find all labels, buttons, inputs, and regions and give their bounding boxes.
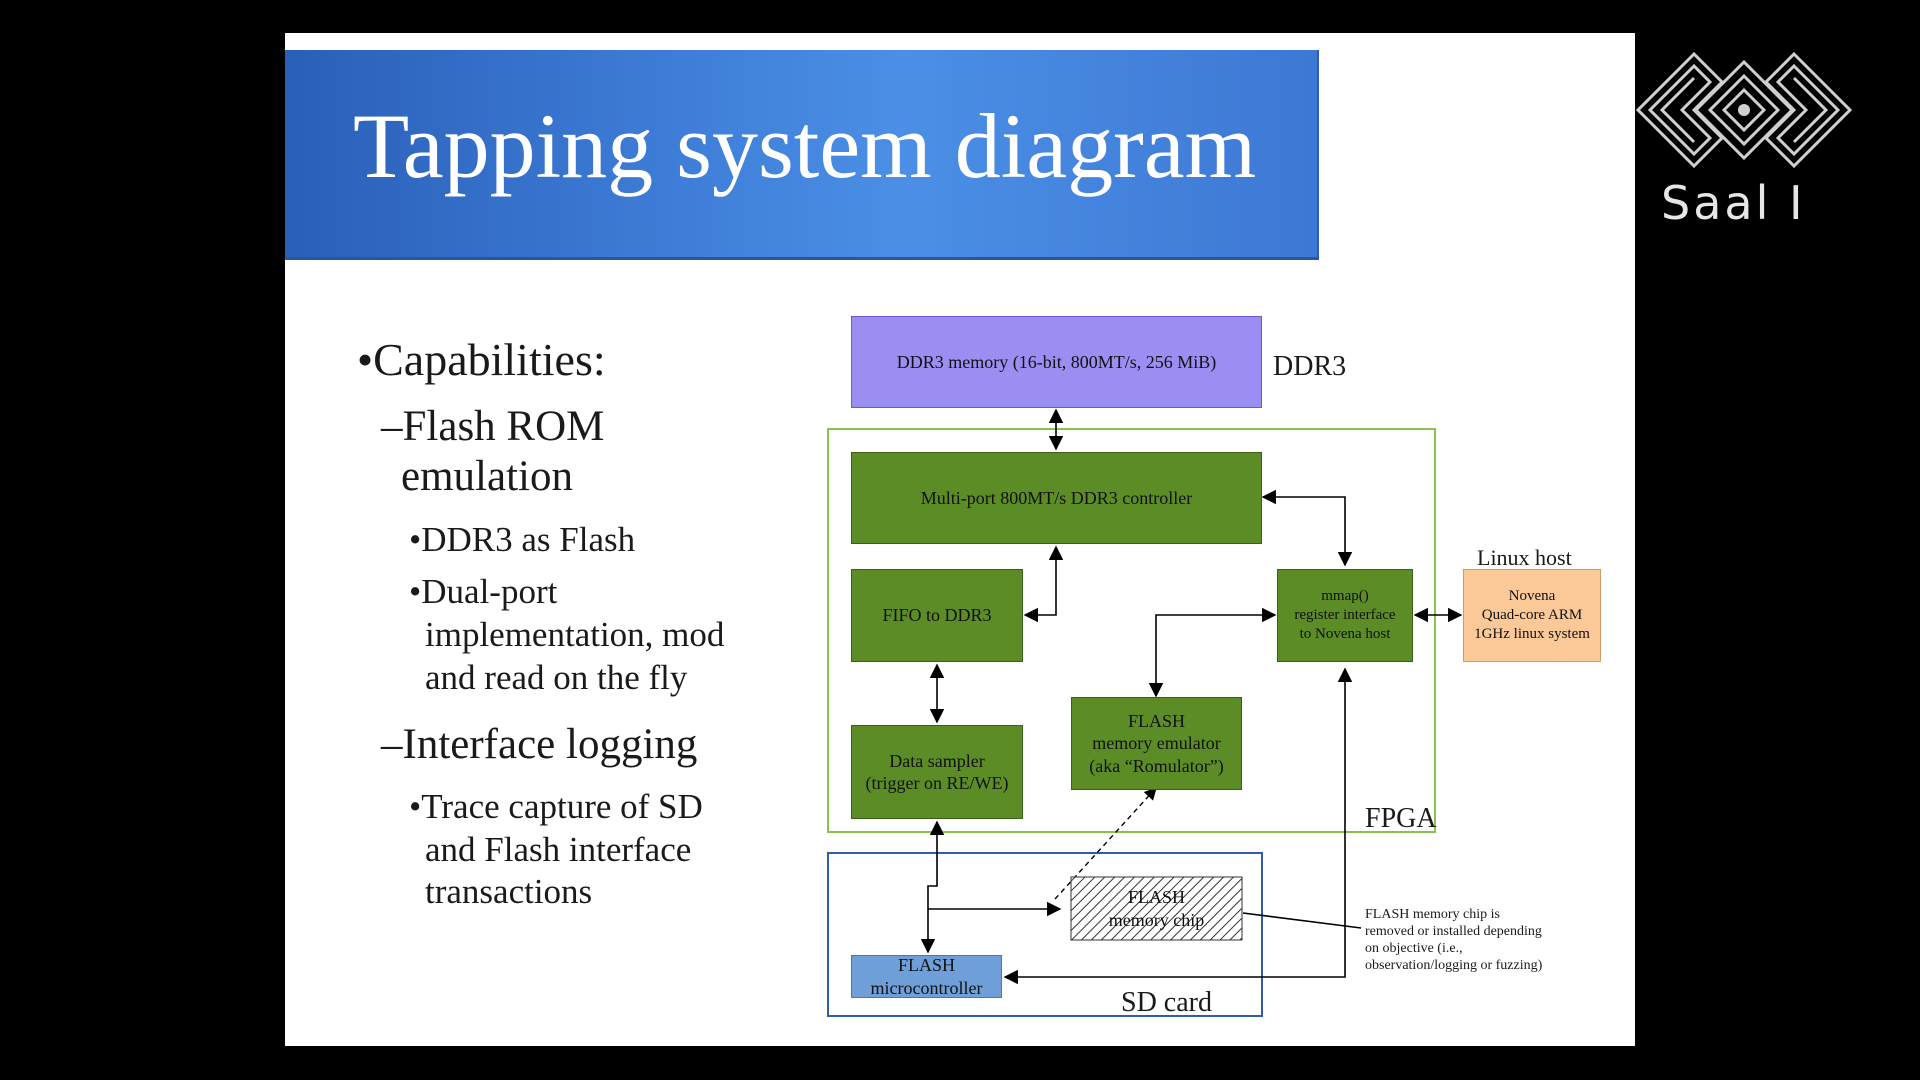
ddr3-controller-label: Multi-port 800MT/s DDR3 controller: [920, 487, 1193, 508]
novena-block: Novena Quad-core ARM 1GHz linux system: [1463, 569, 1601, 662]
data-sampler-line-1: Data sampler: [889, 750, 985, 771]
data-sampler-block: Data sampler (trigger on RE/WE): [851, 725, 1023, 819]
ddr3-controller-block: Multi-port 800MT/s DDR3 controller: [851, 452, 1262, 544]
slide: Tapping system diagram •Capabilities: –F…: [285, 33, 1635, 1046]
microcontroller-line-2: microcontroller: [870, 977, 983, 998]
bullet-dual-port: •Dual-port: [409, 572, 558, 611]
bullet-trace-capture-cont1: and Flash interface: [425, 830, 692, 869]
microcontroller-line-1: FLASH: [897, 955, 955, 975]
fpga-label: FPGA: [1365, 803, 1437, 834]
flash-emulator-line-3: (aka “Romulator”): [1089, 755, 1224, 776]
ddr3-memory-label: DDR3 memory (16-bit, 800MT/s, 256 MiB): [896, 351, 1217, 372]
sd-card-label: SD card: [1121, 987, 1212, 1018]
ddr3-label: DDR3: [1273, 351, 1347, 382]
flash-emulator-block: FLASH memory emulator (aka “Romulator”): [1071, 697, 1242, 790]
flash-chip-hatch: [1070, 876, 1243, 941]
mmap-line-1: mmap(): [1321, 588, 1369, 605]
linux-host-label: Linux host: [1477, 545, 1572, 570]
note-line-3: on objective (i.e.,: [1365, 941, 1463, 956]
congress-logo-icon: [1636, 52, 1852, 168]
title-bar: Tapping system diagram: [285, 50, 1319, 260]
bullet-trace-capture-cont2: transactions: [425, 872, 593, 911]
flash-emulator-line-1: FLASH: [1127, 710, 1185, 731]
novena-line-3: 1GHz linux system: [1474, 625, 1590, 642]
flash-microcontroller-block: FLASH microcontroller: [851, 955, 1002, 998]
flash-chip-line-1: FLASH: [1127, 887, 1185, 907]
bullet-ddr3-as-flash: •DDR3 as Flash: [409, 520, 636, 559]
novena-line-2: Quad-core ARM: [1481, 607, 1583, 624]
bullet-trace-capture: •Trace capture of SD: [409, 787, 703, 826]
bullet-dual-port-cont1: implementation, mod: [425, 615, 725, 654]
flash-chip-block: FLASH memory chip: [1071, 877, 1242, 940]
mmap-line-2: register interface: [1294, 607, 1396, 624]
fifo-block: FIFO to DDR3: [851, 569, 1023, 662]
note-line-1: FLASH memory chip is: [1365, 907, 1500, 922]
data-sampler-line-2: (trigger on RE/WE): [865, 773, 1009, 793]
bullet-dual-port-cont2: and read on the fly: [425, 658, 688, 697]
mmap-block: mmap() register interface to Novena host: [1277, 569, 1413, 662]
diagram-connectors: [920, 408, 1463, 985]
mmap-line-3: to Novena host: [1299, 625, 1391, 642]
novena-line-1: Novena: [1508, 588, 1556, 605]
flash-emulator-line-2: memory emulator: [1092, 733, 1221, 754]
bullet-capabilities: •Capabilities:: [357, 334, 606, 385]
flash-chip-note: FLASH memory chip is removed or installe…: [1365, 906, 1542, 974]
ddr3-memory-block: DDR3 memory (16-bit, 800MT/s, 256 MiB): [851, 316, 1262, 408]
flash-chip-line-2: memory chip: [1108, 909, 1205, 930]
bullet-flash-rom-cont: emulation: [401, 453, 573, 500]
room-label: Saal I: [1661, 176, 1806, 230]
note-line-4: observation/logging or fuzzing): [1365, 958, 1543, 973]
note-line-2: removed or installed depending: [1365, 924, 1542, 939]
slide-title: Tapping system diagram: [353, 95, 1257, 197]
bullet-flash-rom: –Flash ROM: [381, 403, 605, 450]
fifo-label: FIFO to DDR3: [882, 605, 992, 626]
bullet-interface-logging: –Interface logging: [381, 721, 698, 768]
